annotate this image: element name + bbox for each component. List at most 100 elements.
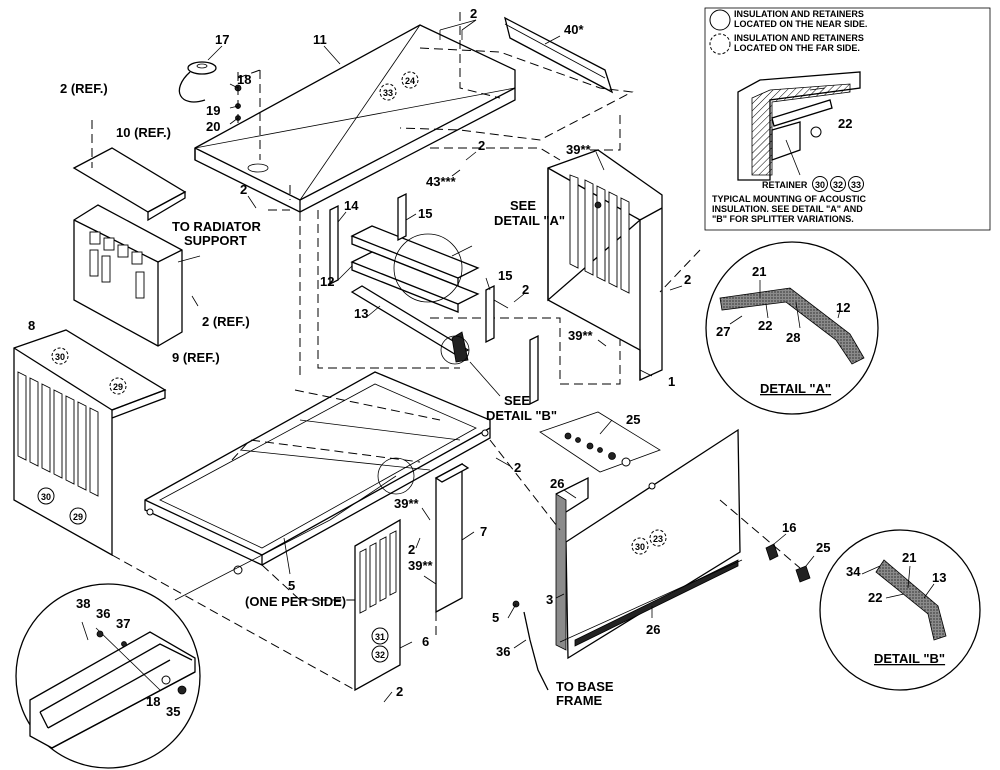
legend-near-line2: LOCATED ON THE NEAR SIDE.	[734, 19, 867, 29]
detail-b-label-34: 34	[846, 564, 861, 579]
label-15-b: 15	[498, 268, 512, 283]
to-base-line2: FRAME	[556, 693, 603, 708]
leader-lines	[177, 19, 815, 703]
part-25-hardware	[539, 411, 661, 473]
label-39-low: 39**	[394, 496, 420, 511]
label-1: 1	[668, 374, 675, 389]
label-2-right: 2	[684, 272, 691, 287]
label-31: 31	[375, 632, 385, 642]
detail-b-title: DETAIL "B"	[874, 651, 945, 666]
legend-retainer-32: 32	[833, 180, 843, 190]
detail-a-label-28: 28	[786, 330, 800, 345]
legend-note-line1: TYPICAL MOUNTING OF ACOUSTIC	[712, 194, 866, 204]
detail-ll-label-36: 36	[96, 606, 110, 621]
label-40: 40*	[564, 22, 584, 37]
label-14: 14	[344, 198, 359, 213]
label-20: 20	[206, 119, 220, 134]
label-30-b: 30	[41, 492, 51, 502]
label-16: 16	[782, 520, 796, 535]
label-30-c: 30	[635, 542, 645, 552]
label-39-mid: 39**	[568, 328, 594, 343]
label-2-mid: 2	[240, 182, 247, 197]
detail-b-label-22: 22	[868, 590, 882, 605]
part-40	[504, 16, 614, 94]
label-2-ref-top: 2 (REF.)	[60, 81, 108, 96]
label-39-top: 39**	[566, 142, 592, 157]
label-2-base: 2	[514, 460, 521, 475]
base-frame	[144, 371, 491, 601]
label-19: 19	[206, 103, 220, 118]
label-36-low: 36	[496, 644, 510, 659]
label-30-a: 30	[55, 352, 65, 362]
legend-near-line1: INSULATION AND RETAINERS	[734, 9, 864, 19]
detail-a-label-21: 21	[752, 264, 766, 279]
label-15-a: 15	[418, 206, 432, 221]
see-detail-b-line1: SEE	[504, 393, 530, 408]
part-6-panel: 31 32	[354, 518, 401, 692]
detail-ll-label-18: 18	[146, 694, 160, 709]
part-36-cable	[523, 611, 549, 691]
part-7-panel	[434, 462, 470, 614]
detail-a-label-22: 22	[758, 318, 772, 333]
label-26-top: 26	[550, 476, 564, 491]
label-18-top: 18	[237, 72, 251, 87]
detail-a-label-12: 12	[836, 300, 850, 315]
splitter-parts	[329, 192, 539, 406]
see-detail-a-line2: DETAIL "A"	[494, 213, 565, 228]
label-3: 3	[546, 592, 553, 607]
roof-panel: 24 33	[194, 24, 516, 213]
legend-part-22: 22	[838, 116, 852, 131]
label-5-note: (ONE PER SIDE)	[245, 594, 346, 609]
label-43: 43***	[426, 174, 457, 189]
guide-roof-right	[399, 47, 634, 141]
label-25-top: 25	[626, 412, 640, 427]
detail-b: 34 21 13 22 DETAIL "B"	[819, 529, 981, 691]
to-radiator-line2: SUPPORT	[184, 233, 247, 248]
label-5-side: 5	[288, 578, 295, 593]
to-radiator-line1: TO RADIATOR	[172, 219, 261, 234]
legend-note-line3: "B" FOR SPLITTER VARIATIONS.	[712, 214, 854, 224]
detail-a-label-27: 27	[716, 324, 730, 339]
label-32: 32	[375, 650, 385, 660]
legend-far-line1: INSULATION AND RETAINERS	[734, 33, 864, 43]
label-39-low2: 39**	[408, 558, 434, 573]
label-17: 17	[215, 32, 229, 47]
label-2-low: 2	[408, 542, 415, 557]
label-24: 24	[405, 76, 415, 86]
label-25-right: 25	[816, 540, 830, 555]
see-detail-b-line2: DETAIL "B"	[486, 408, 557, 423]
detail-a-title: DETAIL "A"	[760, 381, 831, 396]
detail-ll-label-35: 35	[166, 704, 180, 719]
label-13: 13	[354, 306, 368, 321]
part-9-housing	[73, 204, 183, 347]
detail-b-label-21: 21	[902, 550, 916, 565]
label-23: 23	[653, 534, 663, 544]
label-2-center: 2	[522, 282, 529, 297]
see-detail-a-line1: SEE	[510, 198, 536, 213]
legend-far-line2: LOCATED ON THE FAR SIDE.	[734, 43, 860, 53]
legend-retainer-label: RETAINER	[762, 180, 808, 190]
legend-box: INSULATION AND RETAINERS LOCATED ON THE …	[704, 7, 991, 231]
label-2-roof: 2	[478, 138, 485, 153]
label-12: 12	[320, 274, 334, 289]
guide-roof-top	[459, 12, 501, 99]
detail-lower-left: 38 36 37 18 35	[15, 583, 201, 769]
label-5-low: 5	[492, 610, 499, 625]
part-8-louvers	[17, 371, 99, 497]
label-11: 11	[313, 32, 327, 47]
label-10-ref: 10 (REF.)	[116, 125, 171, 140]
legend-retainer-30: 30	[815, 180, 825, 190]
label-6: 6	[422, 634, 429, 649]
label-29-b: 29	[73, 512, 83, 522]
part-1-rear-panel	[547, 149, 663, 382]
label-7: 7	[480, 524, 487, 539]
label-26-low: 26	[646, 622, 660, 637]
callout-labels: 17 11 2 40* 18 19 20 2 (REF.) 10 (REF.) …	[28, 6, 830, 708]
detail-b-label-13: 13	[932, 570, 946, 585]
label-2-bottom: 2	[396, 684, 403, 699]
hardware-stack	[234, 69, 261, 160]
label-29-a: 29	[113, 382, 123, 392]
detail-ll-label-38: 38	[76, 596, 90, 611]
part-8-side-panel: 30 29 30 29	[13, 329, 167, 557]
